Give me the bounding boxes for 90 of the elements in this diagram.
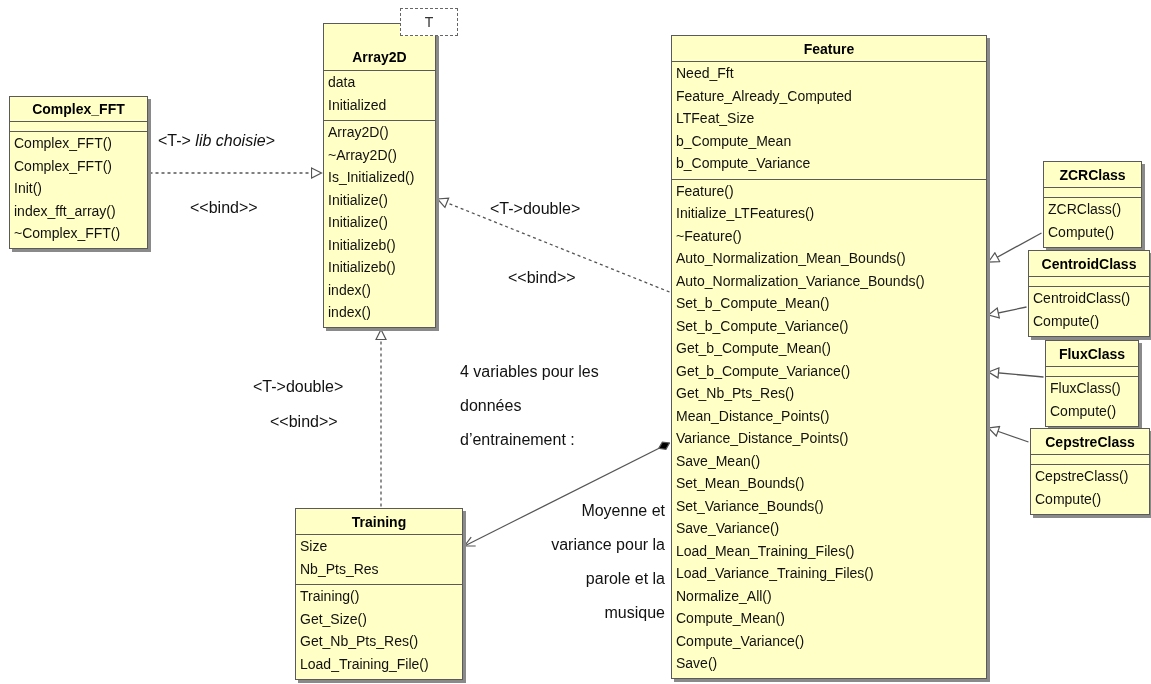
class-name: Array2D: [351, 48, 408, 66]
member-text: Load_Variance_Training_Files(): [676, 564, 874, 582]
member-text: Compute(): [1035, 489, 1102, 508]
member-text: Compute(): [1048, 222, 1115, 241]
member-text: Save_Variance(): [676, 519, 780, 537]
member-text: Compute(): [1050, 401, 1117, 420]
member-text: Feature_Already_Computed: [676, 86, 852, 105]
template-parameter-box: [400, 8, 458, 36]
class-box: [1043, 161, 1142, 248]
stereotype-label: <<bind>>: [190, 199, 258, 217]
member-text: Initialize_LTFeatures(): [676, 204, 815, 222]
member-text: Auto_Normalization_Mean_Bounds(): [676, 249, 906, 267]
member-text: Compute(): [1033, 311, 1100, 330]
inheritance-arrow: [987, 367, 1045, 379]
class-name: CepstreClass: [1044, 433, 1136, 451]
member-text: Get_Size(): [300, 609, 367, 628]
class-box: [1028, 250, 1150, 337]
inheritance-arrow: [987, 426, 1030, 443]
stereotype-label: <<bind>>: [508, 269, 576, 287]
member-text: index(): [328, 303, 371, 321]
class-box: [9, 96, 148, 249]
bind-arrow: [375, 328, 387, 508]
class-box: [1045, 340, 1139, 427]
class-name: ZCRClass: [1058, 166, 1127, 184]
member-text: Set_Mean_Bounds(): [676, 474, 805, 492]
member-text: Set_Variance_Bounds(): [676, 496, 824, 515]
member-text: Load_Mean_Training_Files(): [676, 541, 855, 560]
member-text: Training(): [300, 587, 360, 605]
member-text: Complex_FFT(): [14, 134, 112, 152]
member-text: Nb_Pts_Res: [300, 559, 379, 578]
member-text: Size: [300, 537, 328, 555]
member-text: FluxClass(): [1050, 379, 1121, 397]
member-text: Initialize(): [328, 190, 388, 209]
class-name: CentroidClass: [1040, 255, 1138, 273]
member-text: b_Compute_Mean: [676, 131, 792, 150]
member-text: index(): [328, 280, 371, 299]
member-text: Normalize_All(): [676, 586, 772, 605]
member-text: Initializeb(): [328, 235, 396, 254]
member-text: data: [328, 73, 356, 91]
member-text: Get_b_Compute_Mean(): [676, 339, 831, 357]
member-text: Set_b_Compute_Variance(): [676, 316, 849, 335]
member-text: Initialized: [328, 95, 387, 114]
member-text: Complex_FFT(): [14, 156, 112, 175]
member-text: CepstreClass(): [1035, 467, 1129, 485]
member-text: ZCRClass(): [1048, 200, 1122, 218]
class-box: [671, 35, 987, 679]
member-text: Mean_Distance_Points(): [676, 406, 830, 425]
class-name: Feature: [802, 40, 856, 58]
edge-label: <T-> lib choisie>: [158, 132, 275, 150]
member-text: Array2D(): [328, 123, 389, 141]
class-name: Training: [350, 513, 408, 531]
class-name: FluxClass: [1057, 345, 1127, 363]
member-text: Get_Nb_Pts_Res(): [676, 384, 795, 402]
member-text: ~Complex_FFT(): [14, 224, 121, 242]
member-text: index_fft_array(): [14, 201, 116, 220]
member-text: CentroidClass(): [1033, 289, 1131, 307]
member-text: Variance_Distance_Points(): [676, 429, 849, 447]
member-text: b_Compute_Variance: [676, 154, 811, 172]
inheritance-arrow: [987, 306, 1028, 319]
member-text: ~Feature(): [676, 226, 742, 245]
stereotype-label: <<bind>>: [270, 413, 338, 431]
bind-arrow: [148, 167, 323, 179]
member-text: Auto_Normalization_Variance_Bounds(): [676, 271, 925, 290]
member-text: Get_b_Compute_Variance(): [676, 361, 851, 380]
member-text: Need_Fft: [676, 64, 734, 82]
member-text: ~Array2D(): [328, 145, 397, 164]
template-parameter: T: [423, 14, 435, 30]
member-text: Load_Training_File(): [300, 654, 429, 673]
bind-arrow: [436, 197, 671, 293]
composition-arrow: [463, 441, 671, 547]
member-text: Compute_Mean(): [676, 609, 785, 627]
member-text: LTFeat_Size: [676, 109, 755, 127]
member-text: Initialize(): [328, 213, 388, 231]
class-name: Complex_FFT: [31, 100, 126, 118]
member-text: Is_Initialized(): [328, 168, 415, 186]
member-text: Init(): [14, 179, 42, 197]
member-text: Initializeb(): [328, 258, 396, 276]
class-box: [1030, 428, 1150, 515]
edge-label: <T->double>: [253, 378, 344, 396]
class-box: [295, 508, 463, 680]
member-text: Save(): [676, 654, 718, 672]
member-text: Get_Nb_Pts_Res(): [300, 632, 419, 650]
edge-label: 4 variables pour les données d’entrainement :: [460, 362, 600, 450]
member-text: Compute_Variance(): [676, 631, 805, 650]
edge-label: <T->double>: [490, 200, 581, 218]
member-text: Save_Mean(): [676, 451, 761, 470]
member-text: Feature(): [676, 181, 734, 200]
note-text: Moyenne et variance pour la parole et la musique: [550, 501, 665, 623]
inheritance-arrow: [987, 232, 1043, 263]
member-text: Set_b_Compute_Mean(): [676, 294, 830, 312]
